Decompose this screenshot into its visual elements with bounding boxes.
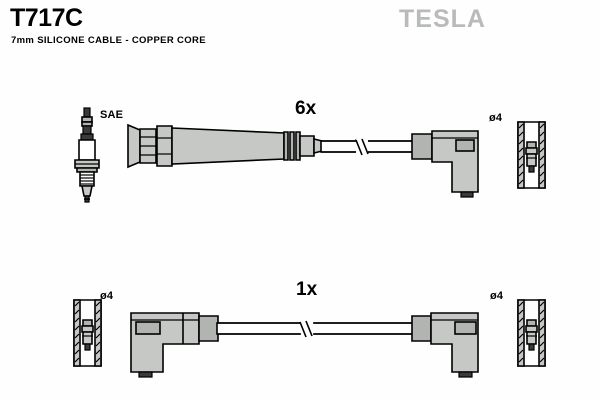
page-title: T717C — [10, 4, 83, 32]
ignition-cable-top — [320, 138, 415, 156]
quantity-label-bottom: 1x — [296, 279, 318, 300]
right-angle-connector-bottom-right — [411, 312, 479, 378]
spark-plug-sae — [74, 107, 100, 203]
part-description: 7mm SILICONE CABLE - COPPER CORE — [11, 35, 206, 46]
right-angle-connector-top — [411, 130, 479, 198]
sae-label: SAE — [100, 109, 124, 121]
spark-plug-boot-straight — [127, 123, 323, 169]
diameter-label-bottom-left: ø4 — [100, 290, 114, 302]
terminal-socket-bottom-right — [517, 299, 546, 367]
quantity-label-top: 6x — [295, 98, 317, 119]
diameter-label-bottom-right: ø4 — [490, 290, 504, 302]
ignition-cable-bottom — [216, 320, 415, 338]
diameter-label-top-right: ø4 — [489, 112, 503, 124]
brand-logo: TESLA — [399, 5, 486, 33]
terminal-socket-top-right — [517, 121, 546, 189]
terminal-socket-bottom-left — [73, 299, 102, 367]
right-angle-connector-bottom-left — [130, 312, 219, 378]
